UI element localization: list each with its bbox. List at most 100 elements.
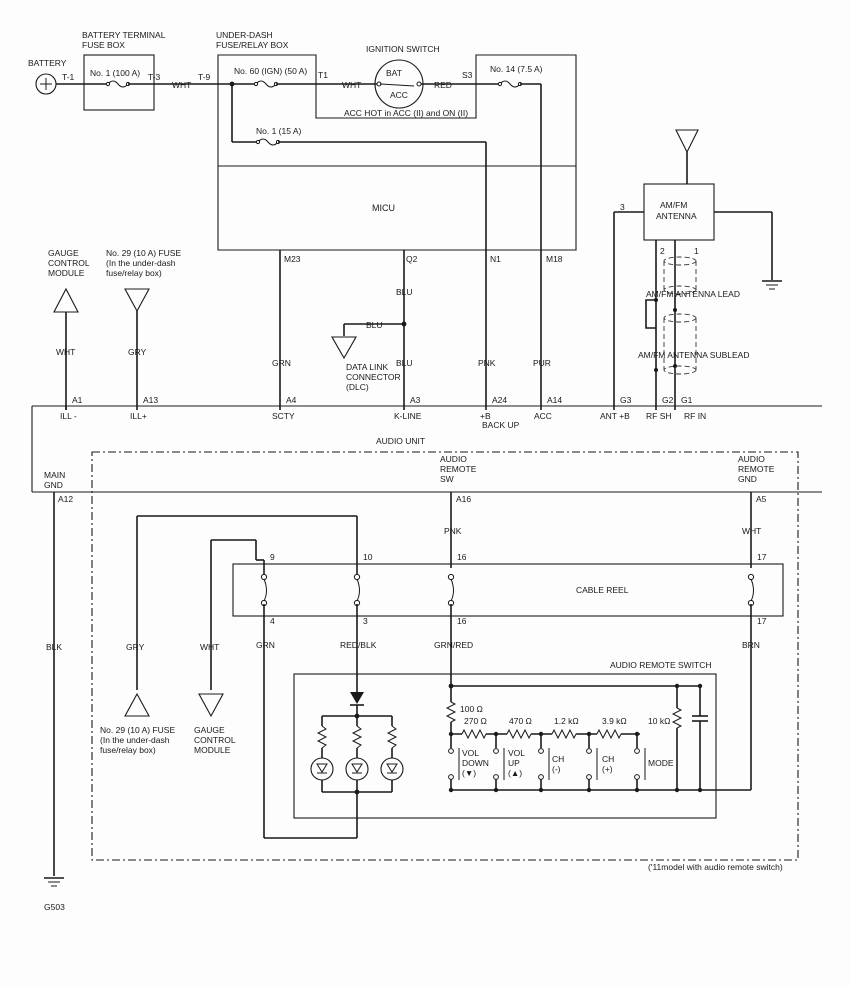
wire-wht-switch: WHT <box>342 80 361 90</box>
led-resistor-icon <box>386 725 398 749</box>
reel-pin-top-0: 9 <box>270 552 275 562</box>
wire-wht-a1: WHT <box>56 347 75 357</box>
fuse29-label-2: (In the under-dash <box>106 258 176 268</box>
under-dash-fuse-relay-box <box>217 54 577 251</box>
btn-vol-up-2: UP <box>508 758 520 768</box>
ignition-switch-title: IGNITION SWITCH <box>366 44 440 54</box>
main-gnd-1: MAIN <box>44 470 65 480</box>
antenna-pin3: 3 <box>620 202 625 212</box>
cable-reel-box <box>232 563 784 617</box>
cable-reel-label: CABLE REEL <box>576 585 629 595</box>
gauge-bottom-2: CONTROL <box>194 735 236 745</box>
fuse-15a-label: No. 1 (15 A) <box>256 126 302 136</box>
res-1k2: 1.2 kΩ <box>554 716 579 726</box>
ground-g503-icon <box>44 877 64 887</box>
ud-pin-in: T-9 <box>198 72 211 82</box>
reel-contact <box>750 578 754 602</box>
antenna-ground-icon <box>762 280 782 290</box>
reel-terminal-top <box>747 573 755 581</box>
btn-vol-down-2: DOWN <box>462 758 489 768</box>
conn-pin-a24: A24 <box>492 395 507 405</box>
fuse-100a-label: No. 1 (100 A) <box>90 68 140 78</box>
switch-contact <box>448 774 454 780</box>
ud-box-title2: FUSE/RELAY BOX <box>216 40 289 50</box>
resistor-icon <box>445 701 457 723</box>
micu-pin-m18: M18 <box>546 254 563 264</box>
remote-switch-title: AUDIO REMOTE SWITCH <box>610 660 712 670</box>
fuse29-bottom-2: (In the under-dash <box>100 735 170 745</box>
audio-remote-switch-box <box>293 673 717 819</box>
gauge-module-symbol-top <box>53 287 79 313</box>
reel-terminal-top <box>447 573 455 581</box>
switch-contact <box>538 748 544 754</box>
battery-pin: T-1 <box>62 72 75 82</box>
wire-brn: BRN <box>742 640 760 650</box>
antenna-lead-shield <box>663 256 697 295</box>
antenna-lead-label: AM/FM ANTENNA LEAD <box>646 289 740 299</box>
conn-pin-g2: G2 <box>662 395 674 405</box>
fuse-100a-symbol <box>84 80 154 88</box>
remote-sw-3: SW <box>440 474 454 484</box>
btn-ch-plus-2: (+) <box>602 764 613 774</box>
wire-grn-reel: GRN <box>256 640 275 650</box>
dlc-wire: BLU <box>366 320 383 330</box>
wire-blk: BLK <box>46 642 62 652</box>
conn-pin-a13: A13 <box>143 395 158 405</box>
conn-label-4: +B <box>480 411 491 421</box>
switch-contact <box>634 774 640 780</box>
gauge-bottom-1: GAUGE <box>194 725 225 735</box>
wire-blu-a3: BLU <box>396 358 413 368</box>
btn-vol-down-3: (▼) <box>462 768 476 778</box>
reel-pin-bottom-1: 3 <box>363 616 368 626</box>
fuse-14-symbol <box>497 80 523 88</box>
reel-pin-top-1: 10 <box>363 552 373 562</box>
res-3k9: 3.9 kΩ <box>602 716 627 726</box>
footnote: ('11model with audio remote switch) <box>648 862 783 872</box>
conn-label-7: RF SH <box>646 411 672 421</box>
reel-contact <box>263 578 267 602</box>
wire-blu-q2: BLU <box>396 287 413 297</box>
ign-bat: BAT <box>386 68 402 78</box>
btn-mode: MODE <box>648 758 674 768</box>
battery-symbol <box>35 73 57 95</box>
micu-pin-q2: Q2 <box>406 254 418 264</box>
reel-pin-top-2: 16 <box>457 552 467 562</box>
antenna-sublead-label: AM/FM ANTENNA SUBLEAD <box>638 350 749 360</box>
audio-unit-title: AUDIO UNIT <box>376 436 425 446</box>
fuse-15a-symbol <box>255 138 281 146</box>
bt-pin-out: T-3 <box>148 72 161 82</box>
fuse29-symbol-bottom <box>124 692 150 717</box>
conn-label-1: ILL+ <box>130 411 147 421</box>
reel-pin-bottom-2: 16 <box>457 616 467 626</box>
resistor-icon <box>506 728 532 740</box>
conn-label-3: K-LINE <box>394 411 422 421</box>
reel-contact <box>450 578 454 602</box>
remote-gnd-3: GND <box>738 474 757 484</box>
btn-vol-up-1: VOL <box>508 748 525 758</box>
res-10k: 10 kΩ <box>648 716 670 726</box>
switch-contact <box>493 748 499 754</box>
micu-label: MICU <box>372 203 395 213</box>
battery-terminal-fuse-box <box>83 54 155 111</box>
wire-wht-a5: WHT <box>742 526 761 536</box>
dlc-label1: DATA LINK <box>346 362 389 372</box>
switch-contact <box>634 748 640 754</box>
wire-grn-a4: GRN <box>272 358 291 368</box>
gauge-label-2: CONTROL <box>48 258 90 268</box>
antenna-sublead-shield <box>663 313 697 375</box>
dlc-label2: CONNECTOR <box>346 372 401 382</box>
fuse29-symbol-top <box>124 288 150 313</box>
remote-sw-2: REMOTE <box>440 464 477 474</box>
remote-sw-pin: A16 <box>456 494 471 504</box>
conn-label-8: RF IN <box>684 411 706 421</box>
remote-gnd-2: REMOTE <box>738 464 775 474</box>
res-470: 470 Ω <box>509 716 532 726</box>
antenna-pin2: 2 <box>660 246 665 256</box>
resistor-icon <box>551 728 577 740</box>
btn-vol-up-3: (▲) <box>508 768 522 778</box>
conn-label-0: ILL - <box>60 411 77 421</box>
ign-acc: ACC <box>390 90 408 100</box>
wire-red-blk: RED/BLK <box>340 640 377 650</box>
